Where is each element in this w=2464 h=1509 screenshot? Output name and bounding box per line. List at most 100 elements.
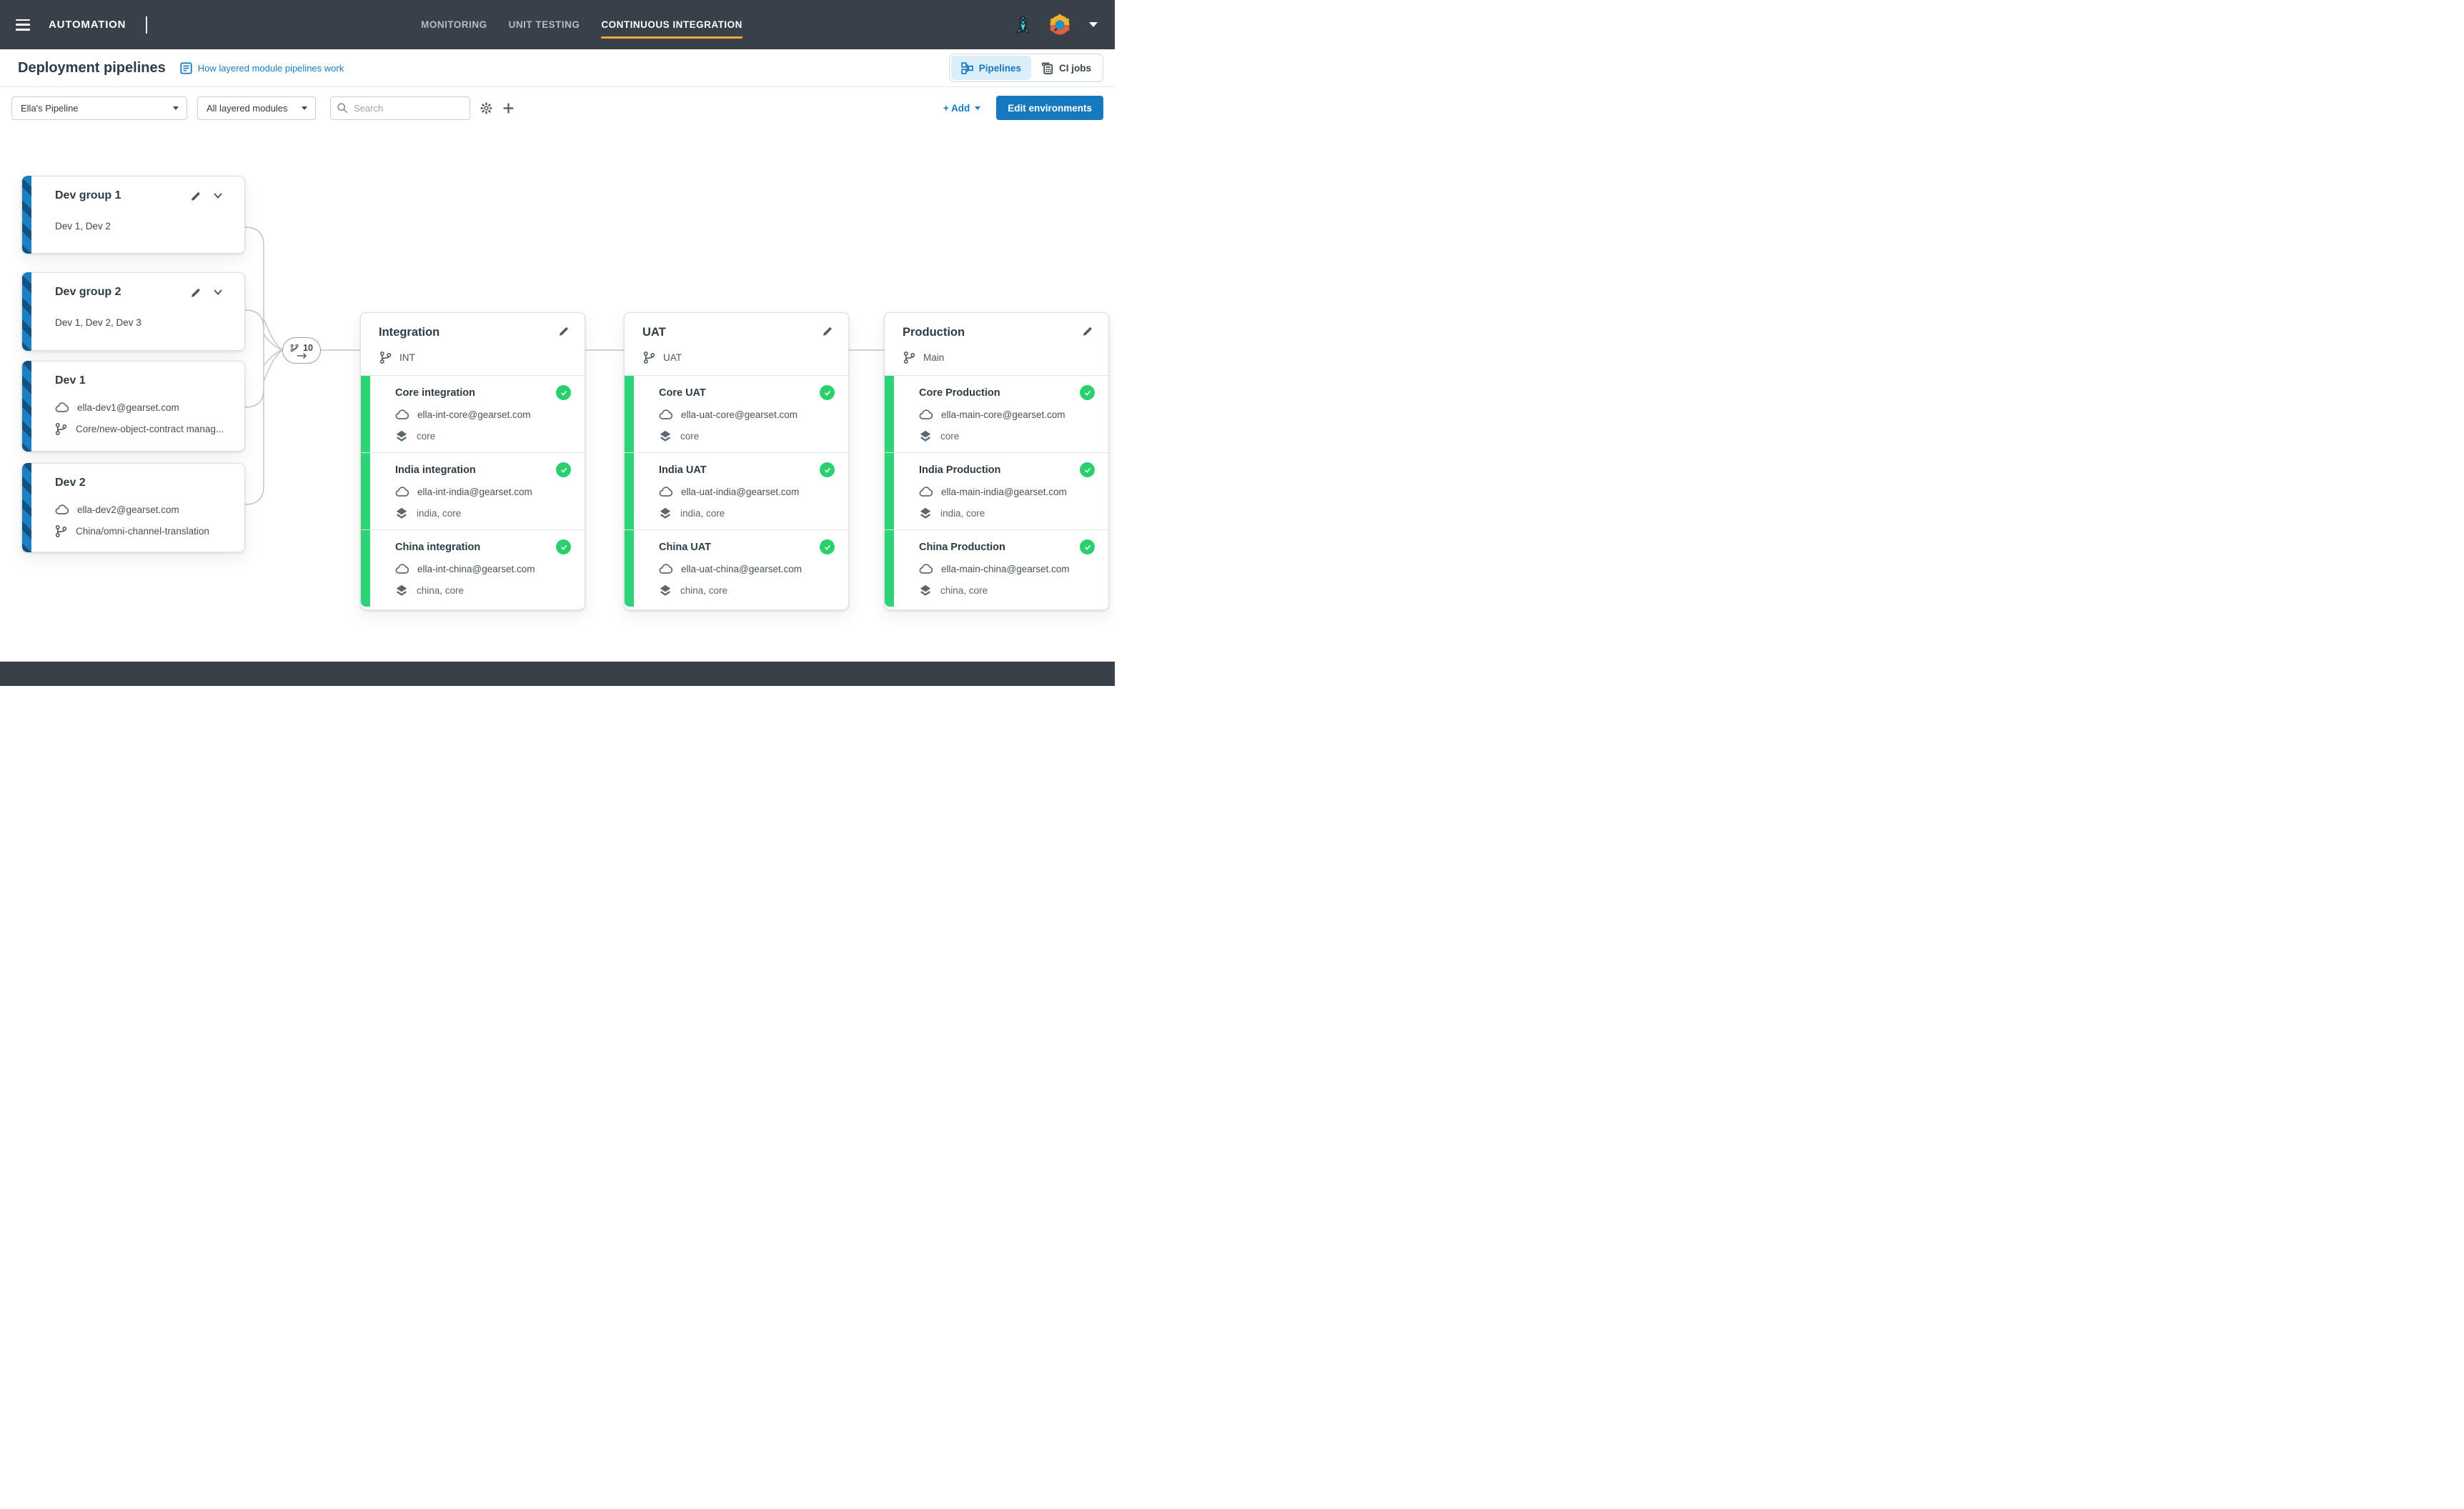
modules-list: core (940, 430, 960, 442)
org-username: ella-int-india@gearset.com (417, 487, 532, 497)
search-icon (337, 102, 348, 113)
success-check-badge (556, 539, 571, 554)
brand-title: AUTOMATION (49, 19, 126, 31)
stage-branch: INT (399, 352, 415, 363)
bottom-bar (0, 662, 1115, 686)
success-check-badge (820, 462, 835, 477)
account-menu-caret-icon[interactable] (1089, 22, 1098, 27)
modules-list: india, core (940, 507, 985, 519)
pipeline-select[interactable]: Ella's Pipeline (11, 96, 187, 120)
pipeline-icon (960, 61, 973, 74)
modules-select[interactable]: All layered modules (197, 96, 316, 120)
rocket-icon[interactable] (1015, 14, 1030, 35)
cloud-icon (919, 409, 933, 419)
toggle-pipelines[interactable]: Pipelines (950, 56, 1031, 80)
edit-pencil-icon[interactable] (558, 326, 569, 337)
card-title: Dev 1 (55, 374, 86, 387)
success-check-badge (820, 385, 835, 400)
cloud-icon (659, 409, 672, 419)
stage-title: UAT (642, 326, 666, 339)
add-dropdown[interactable]: + Add (943, 103, 981, 114)
environment-row[interactable]: Core UAT ella-uat-core@gearset.com core (625, 375, 848, 452)
chevron-down-icon (302, 106, 307, 110)
dev-group-card-1[interactable]: Dev group 1 Dev 1, Dev 2 (21, 176, 245, 254)
nav-item-monitoring[interactable]: MONITORING (421, 19, 487, 30)
layers-icon (660, 584, 671, 596)
pipeline-settings-button[interactable] (480, 101, 492, 114)
environment-row[interactable]: India Production ella-main-india@gearset… (885, 452, 1108, 529)
branch-icon (55, 423, 67, 435)
layers-icon (396, 507, 407, 519)
environment-row[interactable]: India UAT ella-uat-india@gearset.com ind… (625, 452, 848, 529)
branch-icon (643, 352, 655, 364)
deployment-pipelines-page: AUTOMATION MONITORING UNIT TESTING CONTI… (0, 0, 1115, 686)
stage-card-uat: UAT UAT Core UAT ella-uat-core@gearset.c… (624, 312, 849, 610)
cloud-icon (395, 409, 409, 419)
stage-card-integration: Integration INT Core integration ella-in… (360, 312, 585, 610)
layers-icon (920, 584, 931, 596)
pull-request-icon (290, 344, 299, 352)
edit-pencil-icon[interactable] (190, 191, 201, 201)
edit-pencil-icon[interactable] (822, 326, 833, 337)
pipeline-connectors (244, 226, 884, 505)
environment-row[interactable]: China Production ella-main-china@gearset… (885, 529, 1108, 607)
success-check-badge (556, 462, 571, 477)
environment-row[interactable]: China UAT ella-uat-china@gearset.com chi… (625, 529, 848, 607)
arrow-right-icon (297, 352, 307, 359)
environment-row[interactable]: India integration ella-int-india@gearset… (361, 452, 585, 529)
chevron-down-icon[interactable] (213, 191, 223, 201)
merge-node[interactable]: 10 (282, 337, 321, 364)
pipeline-toolbar: Ella's Pipeline All layered modules (0, 87, 1115, 129)
environment-row[interactable]: China integration ella-int-china@gearset… (361, 529, 585, 607)
environment-row[interactable]: Core integration ella-int-core@gearset.c… (361, 375, 585, 452)
brand-separator (146, 16, 148, 34)
layers-icon (920, 507, 931, 519)
edit-pencil-icon[interactable] (190, 287, 201, 298)
org-username: ella-uat-core@gearset.com (681, 409, 798, 420)
edit-environments-button[interactable]: Edit environments (996, 96, 1103, 120)
success-check-badge (1080, 539, 1095, 554)
gearset-logo[interactable] (1049, 14, 1070, 36)
dev-env-card-1[interactable]: Dev 1 ella-dev1@gearset.com Core/new-obj… (21, 361, 245, 452)
card-title: Dev group 2 (55, 286, 121, 298)
modules-list: china, core (680, 584, 728, 596)
toggle-ci-jobs[interactable]: CI jobs (1031, 56, 1101, 80)
org-username: ella-int-china@gearset.com (417, 564, 535, 574)
ci-jobs-icon (1042, 62, 1053, 74)
help-link[interactable]: How layered module pipelines work (180, 61, 344, 74)
layers-icon (396, 584, 407, 596)
nav-item-continuous-integration[interactable]: CONTINUOUS INTEGRATION (601, 0, 742, 49)
chevron-down-icon (975, 106, 981, 110)
cloud-icon (919, 564, 933, 574)
org-username: ella-dev2@gearset.com (77, 504, 179, 515)
page-header: Deployment pipelines How layered module … (0, 49, 1115, 87)
org-username: ella-int-core@gearset.com (417, 409, 531, 420)
cloud-icon (55, 402, 69, 412)
plus-icon (503, 103, 514, 113)
page-title: Deployment pipelines (18, 59, 166, 76)
org-username: ella-dev1@gearset.com (77, 402, 179, 413)
group-members: Dev 1, Dev 2, Dev 3 (55, 317, 141, 328)
environment-row[interactable]: Core Production ella-main-core@gearset.c… (885, 375, 1108, 452)
modules-list: india, core (680, 507, 725, 519)
card-title: Dev group 1 (55, 189, 121, 201)
org-username: ella-uat-china@gearset.com (681, 564, 803, 574)
add-pipeline-button[interactable] (502, 102, 515, 114)
hamburger-menu-icon[interactable] (16, 19, 30, 31)
stage-card-production: Production Main Core Production ella-mai… (884, 312, 1109, 610)
search-input[interactable] (330, 96, 470, 120)
nav-item-unit-testing[interactable]: UNIT TESTING (508, 19, 580, 30)
branch-icon (379, 352, 392, 364)
cloud-icon (919, 487, 933, 497)
chevron-down-icon[interactable] (213, 287, 223, 297)
org-username: ella-main-india@gearset.com (941, 487, 1067, 497)
view-toggle: Pipelines CI jobs (948, 54, 1103, 82)
modules-list: core (417, 430, 436, 442)
branch-name: Core/new-object-contract manag... (76, 424, 224, 434)
dev-group-card-2[interactable]: Dev group 2 Dev 1, Dev 2, Dev 3 (21, 272, 245, 351)
success-check-badge (1080, 385, 1095, 400)
cloud-icon (395, 564, 409, 574)
dev-env-card-2[interactable]: Dev 2 ella-dev2@gearset.com China/omni-c… (21, 463, 245, 552)
layers-icon (396, 430, 407, 442)
edit-pencil-icon[interactable] (1082, 326, 1093, 337)
